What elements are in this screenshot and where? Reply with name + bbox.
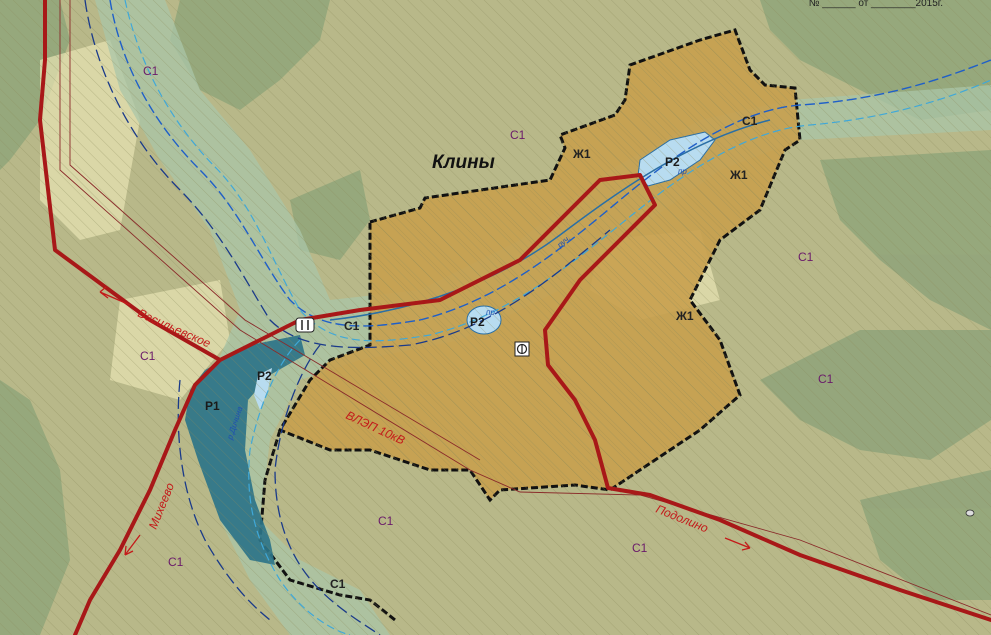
pond-label: пр [678,167,687,176]
zone-label-c1: С1 [510,128,526,142]
zone-label-c1: С1 [632,541,648,555]
road-mikheevo [73,358,222,635]
zone-label-zh1: Ж1 [729,168,748,182]
settlement-name: Клины [432,152,495,173]
arrow-podolino-icon [724,537,751,551]
direction-arrows [99,286,751,556]
arrow-vasilevskoe-icon [99,286,131,306]
document-number: № ______ от ________2015г. [808,0,943,9]
zone-label-r2: Р2 [257,369,272,383]
roads [38,0,991,635]
small-marker [965,509,975,517]
zone-label-c1: С1 [798,250,814,264]
power-line [59,0,991,616]
arrow-mikheevo-icon [124,534,141,556]
zone-label-r2: Р2 [665,155,680,169]
zone-label-r1: Р1 [205,399,220,413]
zone-label-c1: С1 [140,349,156,363]
zone-label-c1: С1 [168,555,184,569]
zone-label-c1-dark: С1 [344,319,360,333]
pond-label: пр [486,308,495,317]
bridge-icon[interactable] [295,317,315,333]
zone-label-c1-dark: С1 [330,577,346,591]
zone-label-r2: Р2 [470,315,485,329]
zone-label-c1: С1 [378,514,394,528]
zone-label-zh1: Ж1 [675,309,694,323]
road-vasilevskoe [38,0,991,622]
zone-label-c1: С1 [143,64,159,78]
zone-label-c1: С1 [818,372,834,386]
substation-icon[interactable] [514,341,530,357]
zone-label-c1-dark: С1 [742,114,758,128]
zone-label-zh1: Ж1 [572,147,591,161]
